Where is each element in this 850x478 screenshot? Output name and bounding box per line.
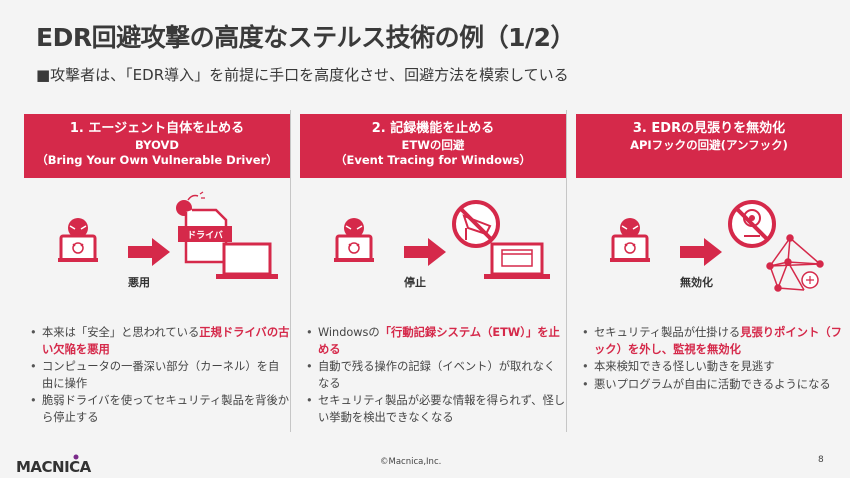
bullet-item: コンピュータの一番深い部分（カーネル）を自由に操作 (28, 359, 290, 392)
column-heading: 1. エージェント自体を止める (69, 121, 245, 136)
hacker-icon (334, 218, 374, 262)
arrow-right-icon (680, 238, 722, 266)
column-heading: 2. 記録機能を止める (371, 121, 495, 136)
network-bug-icon (766, 234, 824, 292)
column-unhook: 3. EDRの見張りを無効化 APIフックの回避(アンフック) 無効化 (576, 114, 842, 434)
illustration: 無効化 (576, 178, 842, 313)
column-sub1: APIフックの回避(アンフック) (630, 138, 788, 152)
slide-subtitle: ■攻撃者は、「EDR導入」を前提に手口を高度化させ、回避方法を模索している (36, 66, 569, 84)
bullet-list: セキュリティ製品が仕掛ける見張りポイント（フック）を外し、監視を無効化 本来検知… (576, 325, 842, 393)
arrow-label: 停止 (404, 276, 426, 289)
illustration: 停止 (300, 178, 566, 313)
illustration: 悪用 ドライバ (24, 178, 290, 313)
arrow-right-icon (404, 238, 446, 266)
column-heading: 3. EDRの見張りを無効化 (632, 121, 786, 136)
column-byovd: 1. エージェント自体を止める BYOVD （Bring Your Own Vu… (24, 114, 290, 434)
no-camera-icon (452, 200, 550, 279)
bullet-list: 本来は「安全」と思われている正規ドライバの古い欠陥を悪用 コンピュータの一番深い… (24, 325, 290, 426)
copyright: ©Macnica,Inc. (380, 457, 442, 467)
bullet-list: Windowsの「行動記録システム（ETW）」を止める 自動で残る操作の記録（イ… (300, 325, 566, 426)
slide-title: EDR回避攻撃の高度なステルス技術の例（1/2） (36, 23, 576, 52)
column-sub2: （Event Tracing for Windows） (334, 153, 532, 167)
bullet-item: 本来は「安全」と思われている正規ドライバの古い欠陥を悪用 (28, 325, 290, 358)
column-banner: 2. 記録機能を止める ETWの回避 （Event Tracing for Wi… (300, 114, 566, 178)
bullet-item: 本来検知できる怪しい動きを見逃す (580, 359, 842, 376)
column-divider (290, 110, 291, 432)
column-banner: 3. EDRの見張りを無効化 APIフックの回避(アンフック) (576, 114, 842, 178)
bullet-item: セキュリティ製品が必要な情報を得られず、怪しい挙動を検出できなくなる (304, 393, 566, 426)
column-banner: 1. エージェント自体を止める BYOVD （Bring Your Own Vu… (24, 114, 290, 178)
column-sub1: ETWの回避 (401, 138, 465, 152)
column-sub2: （Bring Your Own Vulnerable Driver） (36, 153, 278, 167)
hacker-icon (58, 218, 98, 262)
bullet-item: Windowsの「行動記録システム（ETW）」を止める (304, 325, 566, 358)
svg-text:MACNICA: MACNICA (16, 458, 92, 474)
bullet-item: セキュリティ製品が仕掛ける見張りポイント（フック）を外し、監視を無効化 (580, 325, 842, 358)
malicious-driver-file-icon: ドライバ (176, 191, 278, 279)
page-number: 8 (818, 455, 824, 465)
column-divider (566, 110, 567, 432)
column-etw: 2. 記録機能を止める ETWの回避 （Event Tracing for Wi… (300, 114, 566, 434)
hacker-icon (610, 218, 650, 262)
arrow-right-icon (128, 238, 170, 266)
no-webcam-icon (728, 200, 824, 292)
bullet-item: 自動で残る操作の記録（イベント）が取れなくなる (304, 359, 566, 392)
arrow-label: 無効化 (680, 276, 713, 289)
macnica-logo: MACNICA (16, 454, 92, 474)
arrow-label: 悪用 (128, 276, 150, 289)
svg-text:ドライバ: ドライバ (187, 230, 223, 241)
bullet-item: 脆弱ドライバを使ってセキュリティ製品を背後から停止する (28, 393, 290, 426)
column-sub1: BYOVD (135, 138, 179, 152)
bullet-item: 悪いプログラムが自由に活動できるようになる (580, 377, 842, 394)
